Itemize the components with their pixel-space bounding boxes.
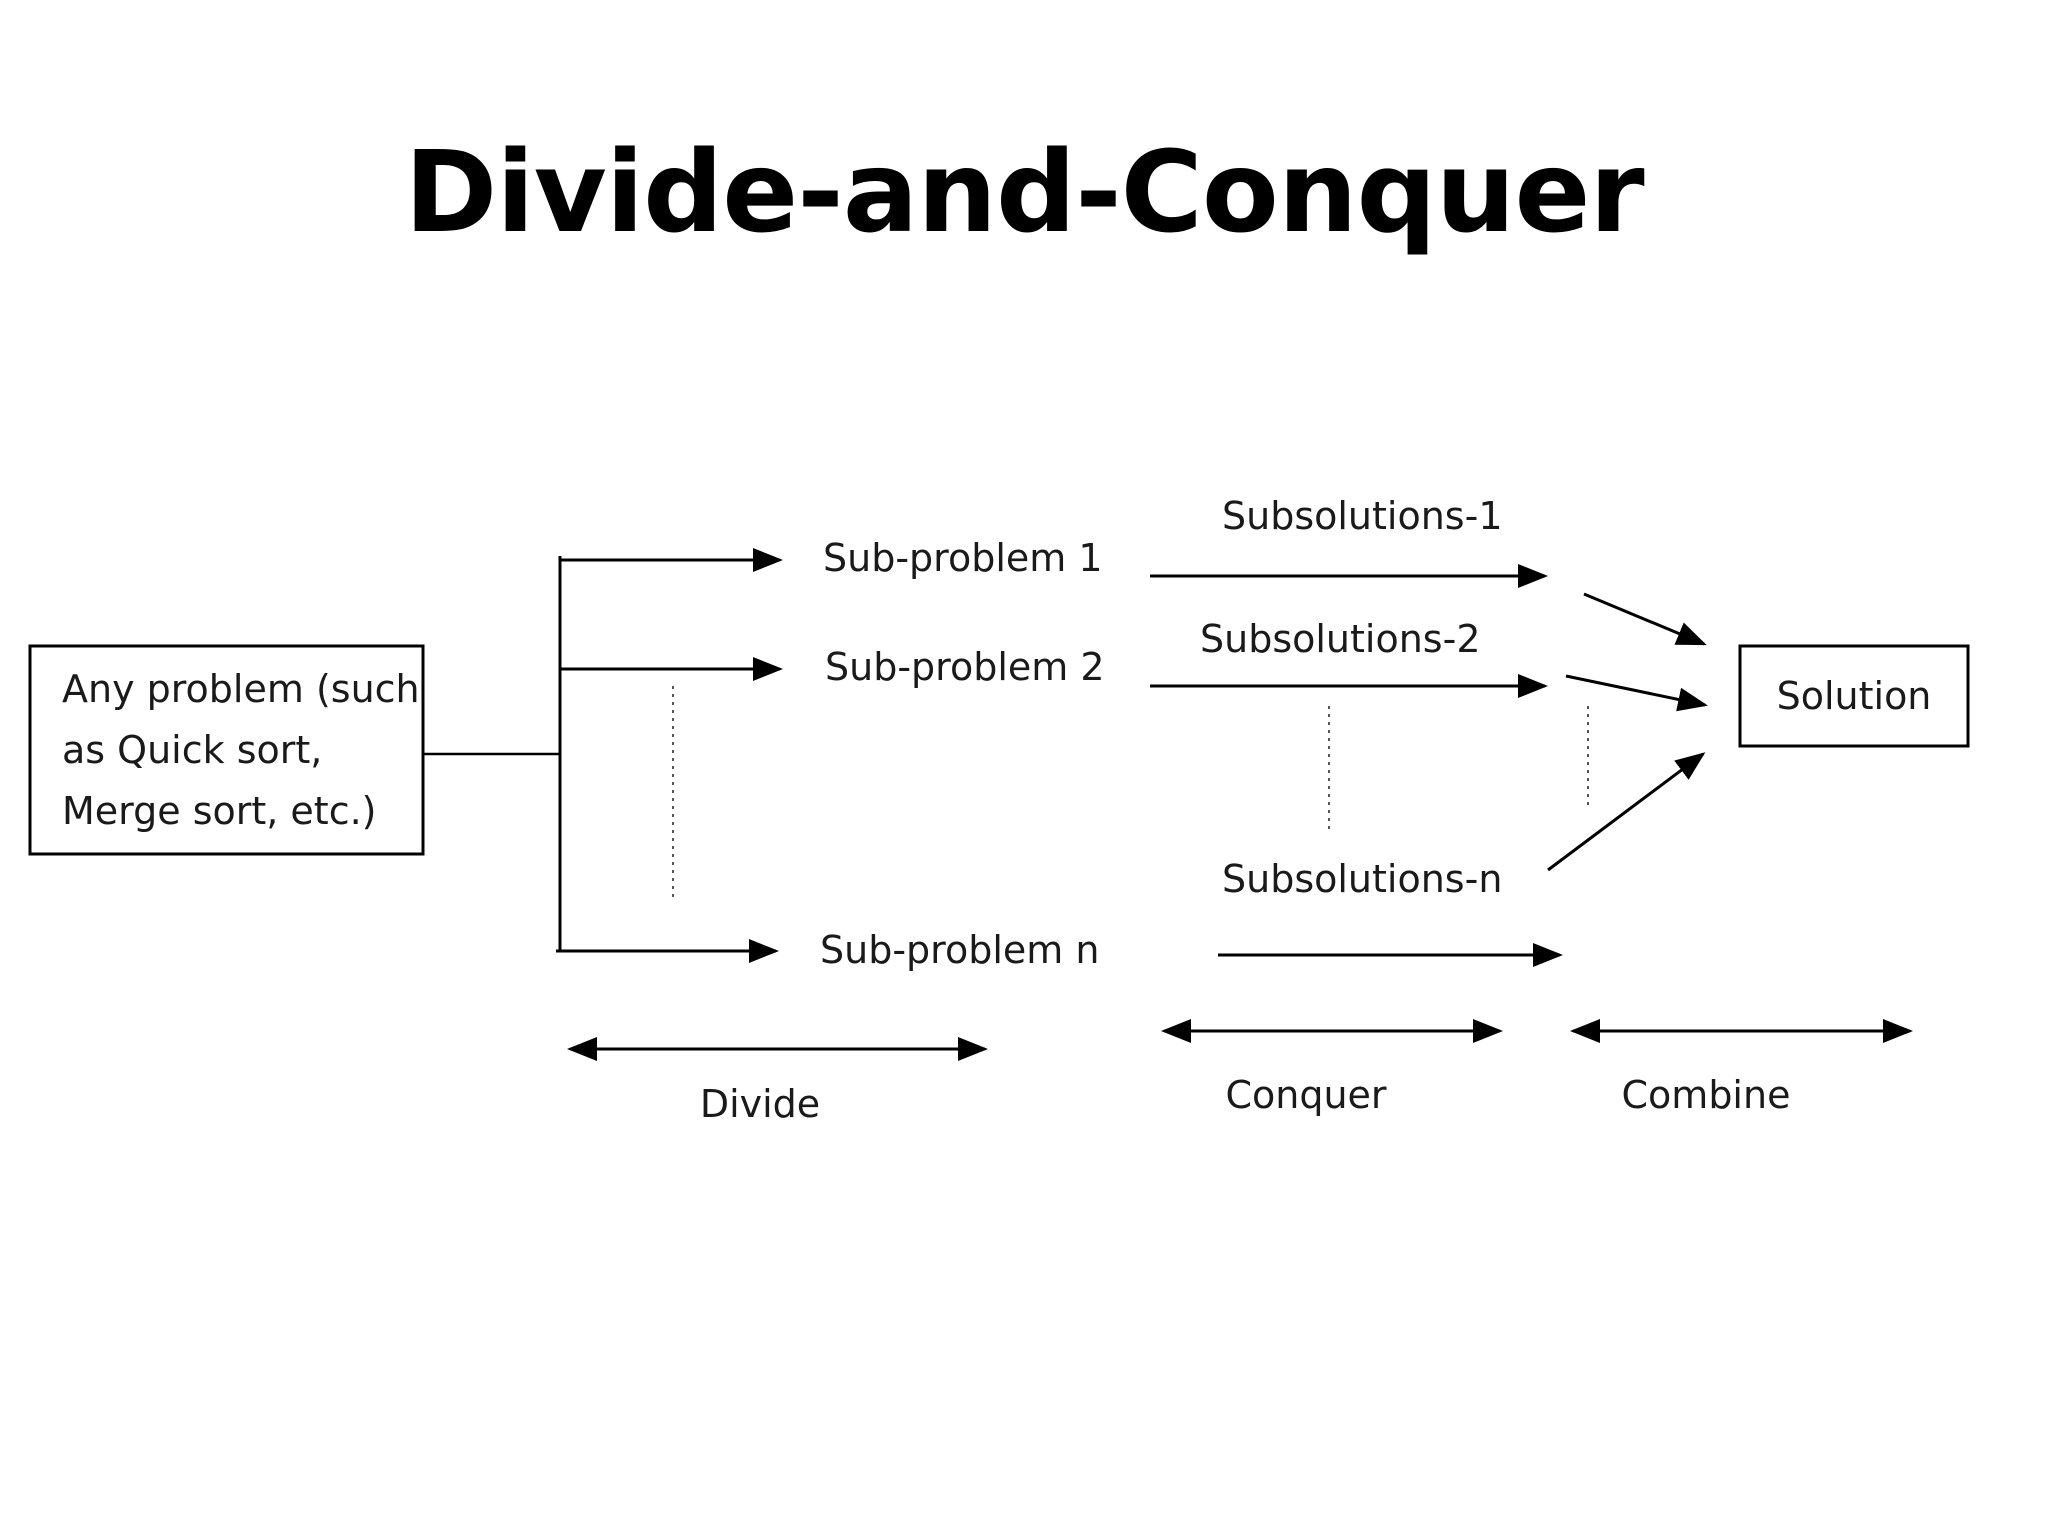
subsolution-n-label: Subsolutions-n [1222, 857, 1502, 901]
subsolution-2-label: Subsolutions-2 [1200, 617, 1481, 661]
conquer-phase-label: Conquer [1225, 1073, 1386, 1117]
subproblem-1-label: Sub-problem 1 [823, 536, 1103, 580]
subproblem-2-label: Sub-problem 2 [825, 645, 1105, 689]
problem-box-line-1: Any problem (such [62, 667, 420, 711]
problem-box-line-3: Merge sort, etc.) [62, 789, 377, 833]
combine-arrow-1 [1583, 592, 1707, 646]
divide-phase-label: Divide [700, 1082, 820, 1126]
solution-label: Solution [1777, 674, 1932, 718]
subsolution-1-label: Subsolutions-1 [1222, 494, 1503, 538]
solution-box: Solution [1738, 644, 1970, 748]
problem-box: Any problem (such as Quick sort, Merge s… [28, 644, 425, 856]
combine-phase-label: Combine [1622, 1073, 1791, 1117]
combine-arrow-n [1547, 752, 1706, 872]
subproblem-n-label: Sub-problem n [820, 928, 1099, 972]
problem-box-line-2: as Quick sort, [62, 728, 322, 772]
slide-title: Divide-and-Conquer [404, 128, 1644, 258]
combine-arrow-2 [1565, 674, 1708, 712]
